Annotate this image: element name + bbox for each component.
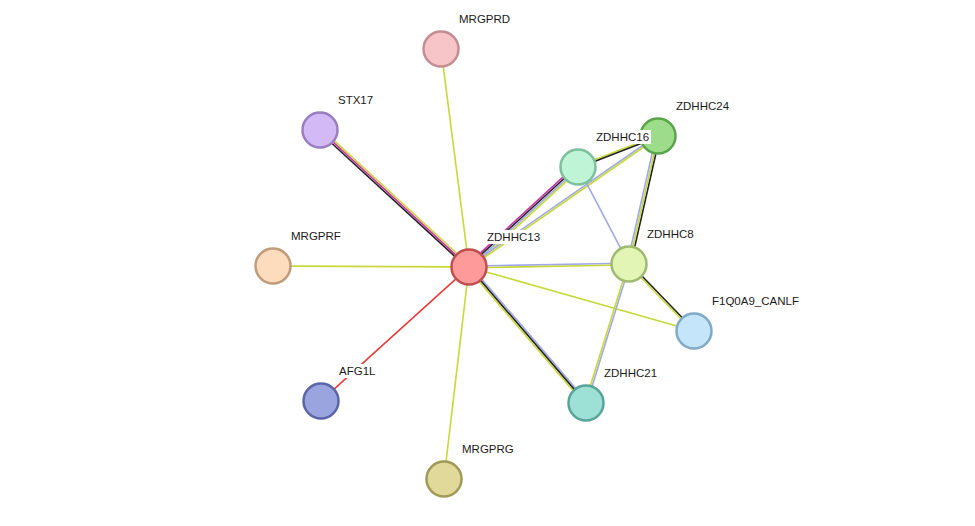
evidence-line bbox=[481, 281, 575, 390]
evidence-line bbox=[334, 141, 456, 254]
evidence-line bbox=[595, 143, 641, 161]
protein-node: ZDHHC21 bbox=[568, 385, 604, 421]
interaction-edge bbox=[446, 285, 467, 461]
evidence-line bbox=[483, 146, 642, 256]
node-label: MRGPRG bbox=[460, 442, 516, 456]
evidence-line bbox=[333, 142, 455, 255]
evidence-line bbox=[483, 180, 565, 256]
interaction-edge bbox=[586, 183, 620, 248]
evidence-line bbox=[443, 67, 466, 249]
evidence-line bbox=[334, 279, 455, 389]
node-label: MRGPRF bbox=[289, 229, 343, 243]
node-label: ZDHHC8 bbox=[645, 227, 696, 241]
node-label: MRGPRD bbox=[457, 12, 512, 26]
node-circle bbox=[424, 459, 464, 499]
protein-node: MRGPRG bbox=[426, 461, 462, 497]
evidence-line bbox=[291, 265, 451, 267]
evidence-line bbox=[480, 177, 562, 253]
node-circle bbox=[301, 381, 341, 421]
interaction-edge bbox=[332, 141, 457, 256]
evidence-line bbox=[487, 265, 611, 267]
node-circle bbox=[253, 246, 293, 286]
protein-node: MRGPRF bbox=[255, 248, 291, 284]
evidence-line bbox=[482, 279, 576, 388]
protein-node: ZDHHC16 bbox=[560, 149, 596, 185]
protein-node: ZDHHC13 bbox=[451, 249, 487, 285]
node-label: ZDHHC13 bbox=[485, 230, 542, 244]
interaction-edge bbox=[487, 263, 611, 267]
evidence-line bbox=[594, 142, 640, 160]
node-label: AFG1L bbox=[337, 364, 377, 378]
node-circle bbox=[674, 311, 714, 351]
evidence-line bbox=[641, 278, 681, 319]
node-label: F1Q0A9_CANLF bbox=[710, 294, 801, 308]
evidence-line bbox=[482, 179, 564, 255]
node-label: ZDHHC24 bbox=[674, 99, 731, 113]
node-circle bbox=[566, 383, 606, 423]
interaction-edge bbox=[443, 67, 466, 249]
interaction-edge bbox=[291, 266, 451, 268]
interaction-edge bbox=[594, 142, 641, 162]
interaction-edge bbox=[334, 279, 455, 389]
node-circle bbox=[558, 147, 598, 187]
evidence-line bbox=[332, 144, 454, 257]
evidence-line bbox=[484, 147, 643, 257]
node-label: ZDHHC21 bbox=[602, 366, 659, 380]
protein-node: AFG1L bbox=[303, 383, 339, 419]
evidence-line bbox=[446, 285, 467, 461]
interaction-edge bbox=[483, 146, 643, 258]
protein-node: ZDHHC8 bbox=[611, 246, 647, 282]
node-label: ZDHHC16 bbox=[594, 130, 651, 144]
node-circle bbox=[300, 110, 340, 150]
node-circle bbox=[609, 244, 649, 284]
node-circle bbox=[449, 247, 489, 287]
evidence-line bbox=[586, 183, 620, 248]
evidence-line bbox=[484, 181, 566, 257]
interaction-edge bbox=[480, 177, 566, 257]
node-label: STX17 bbox=[336, 93, 375, 107]
evidence-line bbox=[642, 276, 682, 317]
protein-node: STX17 bbox=[302, 112, 338, 148]
protein-node: MRGPRD bbox=[423, 31, 459, 67]
protein-node: F1Q0A9_CANLF bbox=[676, 313, 712, 349]
evidence-line bbox=[479, 282, 573, 391]
node-circle bbox=[421, 29, 461, 69]
interaction-edge bbox=[479, 279, 575, 390]
interaction-edge bbox=[641, 276, 682, 318]
